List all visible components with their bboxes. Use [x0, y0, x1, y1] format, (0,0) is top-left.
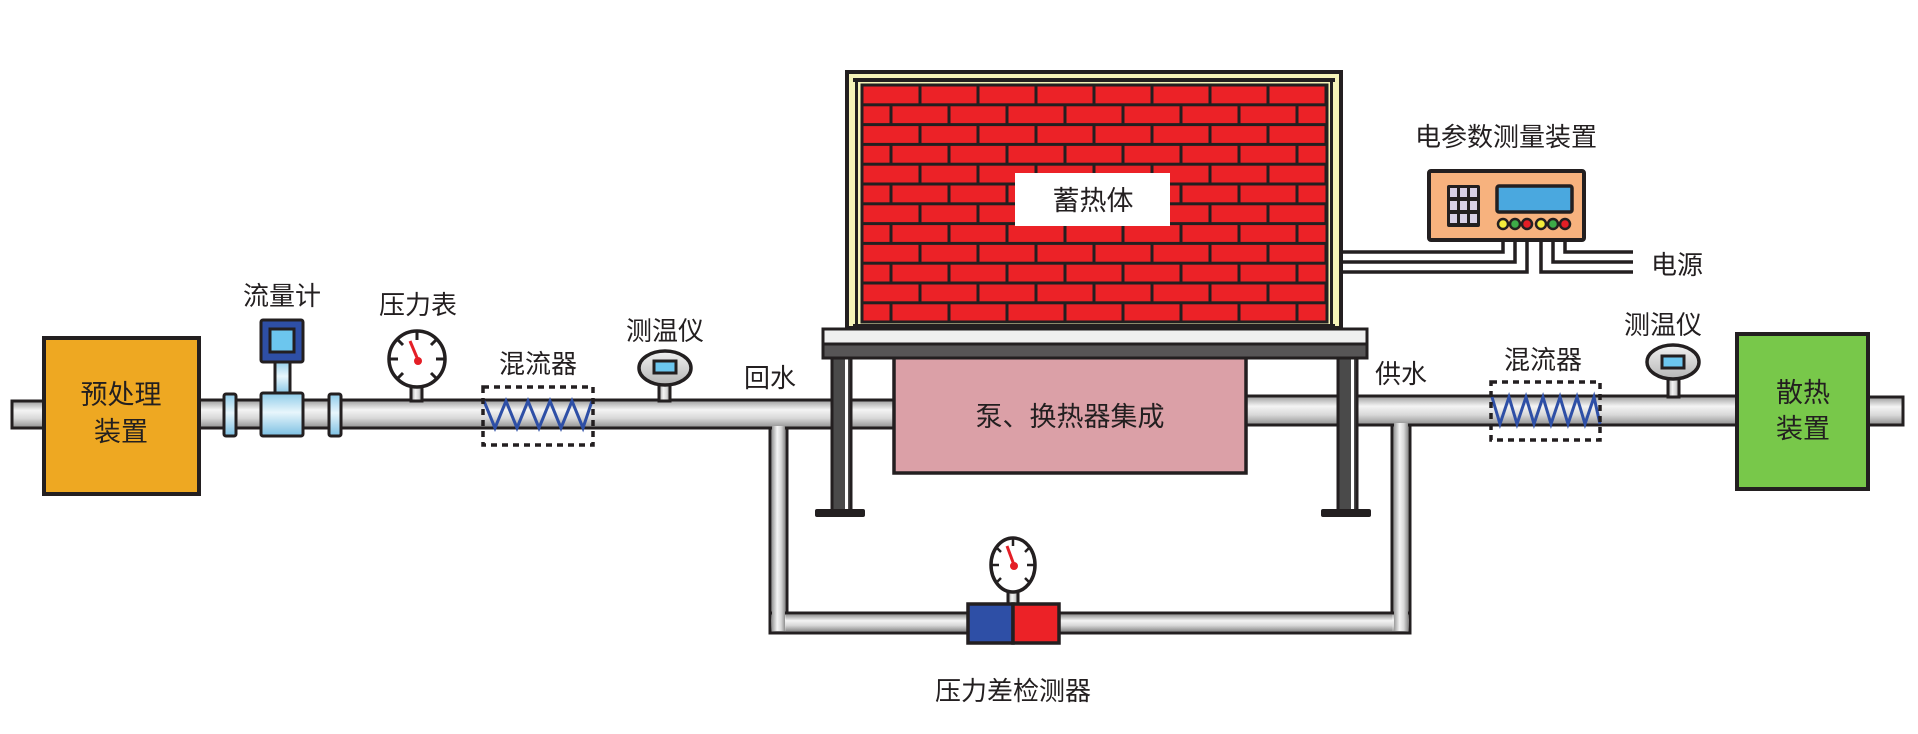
pipe-outlet-stub — [1864, 395, 1905, 427]
diff-high-side — [1011, 602, 1061, 645]
flow-meter-body — [259, 391, 305, 438]
mixer-right[interactable]: 混流器 — [1489, 346, 1602, 442]
flow-meter-display — [268, 327, 296, 354]
flow-meter-label: 流量计 — [243, 282, 321, 312]
heat-storage-body[interactable]: 蓄热体 — [845, 70, 1343, 330]
diff-pressure-label: 压力差检测器 — [935, 677, 1091, 707]
diff-low-side — [966, 602, 1015, 645]
electric-meter-label: 电参数测量装置 — [1415, 123, 1597, 153]
stand-foot-right — [1321, 509, 1371, 517]
supply-water-label: 供水 — [1375, 360, 1427, 390]
pump-heat-exchanger[interactable]: 泵、换热器集成 — [892, 354, 1248, 475]
pipe-supply-line — [1241, 394, 1741, 427]
mixer-right-box — [1489, 380, 1602, 442]
pressure-gauge-needle — [408, 340, 420, 361]
support-stand — [815, 327, 1371, 517]
mixer-left-coil — [482, 397, 594, 433]
gauge-ticks — [389, 331, 445, 381]
flange-left — [222, 392, 238, 438]
heat-dissipation-device[interactable]: 散热 装置 — [1735, 332, 1870, 491]
mixer-left[interactable]: 混流器 — [481, 350, 595, 447]
power-source-label: 电源 — [1651, 251, 1703, 281]
flange-right — [327, 392, 343, 438]
pipe-inlet-stub — [10, 399, 48, 430]
stand-top-dark — [821, 342, 1369, 360]
diff-gauge-ticks — [991, 538, 1035, 583]
heat-dissipation-label-line2: 装置 — [1776, 414, 1830, 445]
keypad-keys — [1450, 188, 1477, 223]
pretreatment-device[interactable]: 预处理 装置 — [42, 336, 201, 496]
heat-storage-label: 蓄热体 — [1053, 186, 1134, 217]
flow-meter-stem — [273, 358, 292, 398]
pretreatment-label-line1: 预处理 — [81, 380, 162, 411]
flow-meter[interactable]: 流量计 — [222, 282, 343, 438]
heat-dissipation-label-line1: 散热 — [1776, 378, 1830, 409]
pump-heat-exchanger-label: 泵、换热器集成 — [976, 402, 1165, 433]
diff-gauge-needle — [1005, 545, 1016, 566]
thermometer-left-label: 测温仪 — [626, 317, 704, 347]
thermometer-right-display — [1660, 354, 1686, 370]
meter-terminals — [1496, 217, 1572, 231]
differential-pressure-detector[interactable]: 压力差检测器 — [935, 536, 1091, 707]
heat-storage-label-box — [1015, 173, 1170, 226]
thermometer-left-display — [652, 359, 678, 375]
stand-top-light — [821, 327, 1369, 346]
mixer-right-coil — [1490, 391, 1602, 429]
thermometer-right-label: 测温仪 — [1624, 311, 1702, 341]
meter-display — [1495, 184, 1574, 214]
mixer-right-label: 混流器 — [1504, 346, 1582, 376]
bypass-loop — [768, 416, 1412, 635]
stand-foot-left — [815, 509, 865, 517]
pressure-gauge[interactable]: 压力表 — [379, 291, 457, 403]
pretreatment-label-line2: 装置 — [94, 417, 148, 448]
return-water-label: 回水 — [744, 364, 796, 394]
thermometer-left[interactable]: 测温仪 — [626, 317, 704, 403]
electric-parameter-meter[interactable]: 电参数测量装置 — [1415, 123, 1597, 242]
pressure-gauge-label: 压力表 — [379, 291, 457, 321]
mixer-left-label: 混流器 — [499, 350, 577, 380]
stand-leg-right — [1336, 354, 1359, 514]
stand-leg-left — [830, 354, 853, 514]
mixer-left-box — [481, 385, 595, 447]
thermometer-right[interactable]: 测温仪 — [1624, 311, 1702, 399]
